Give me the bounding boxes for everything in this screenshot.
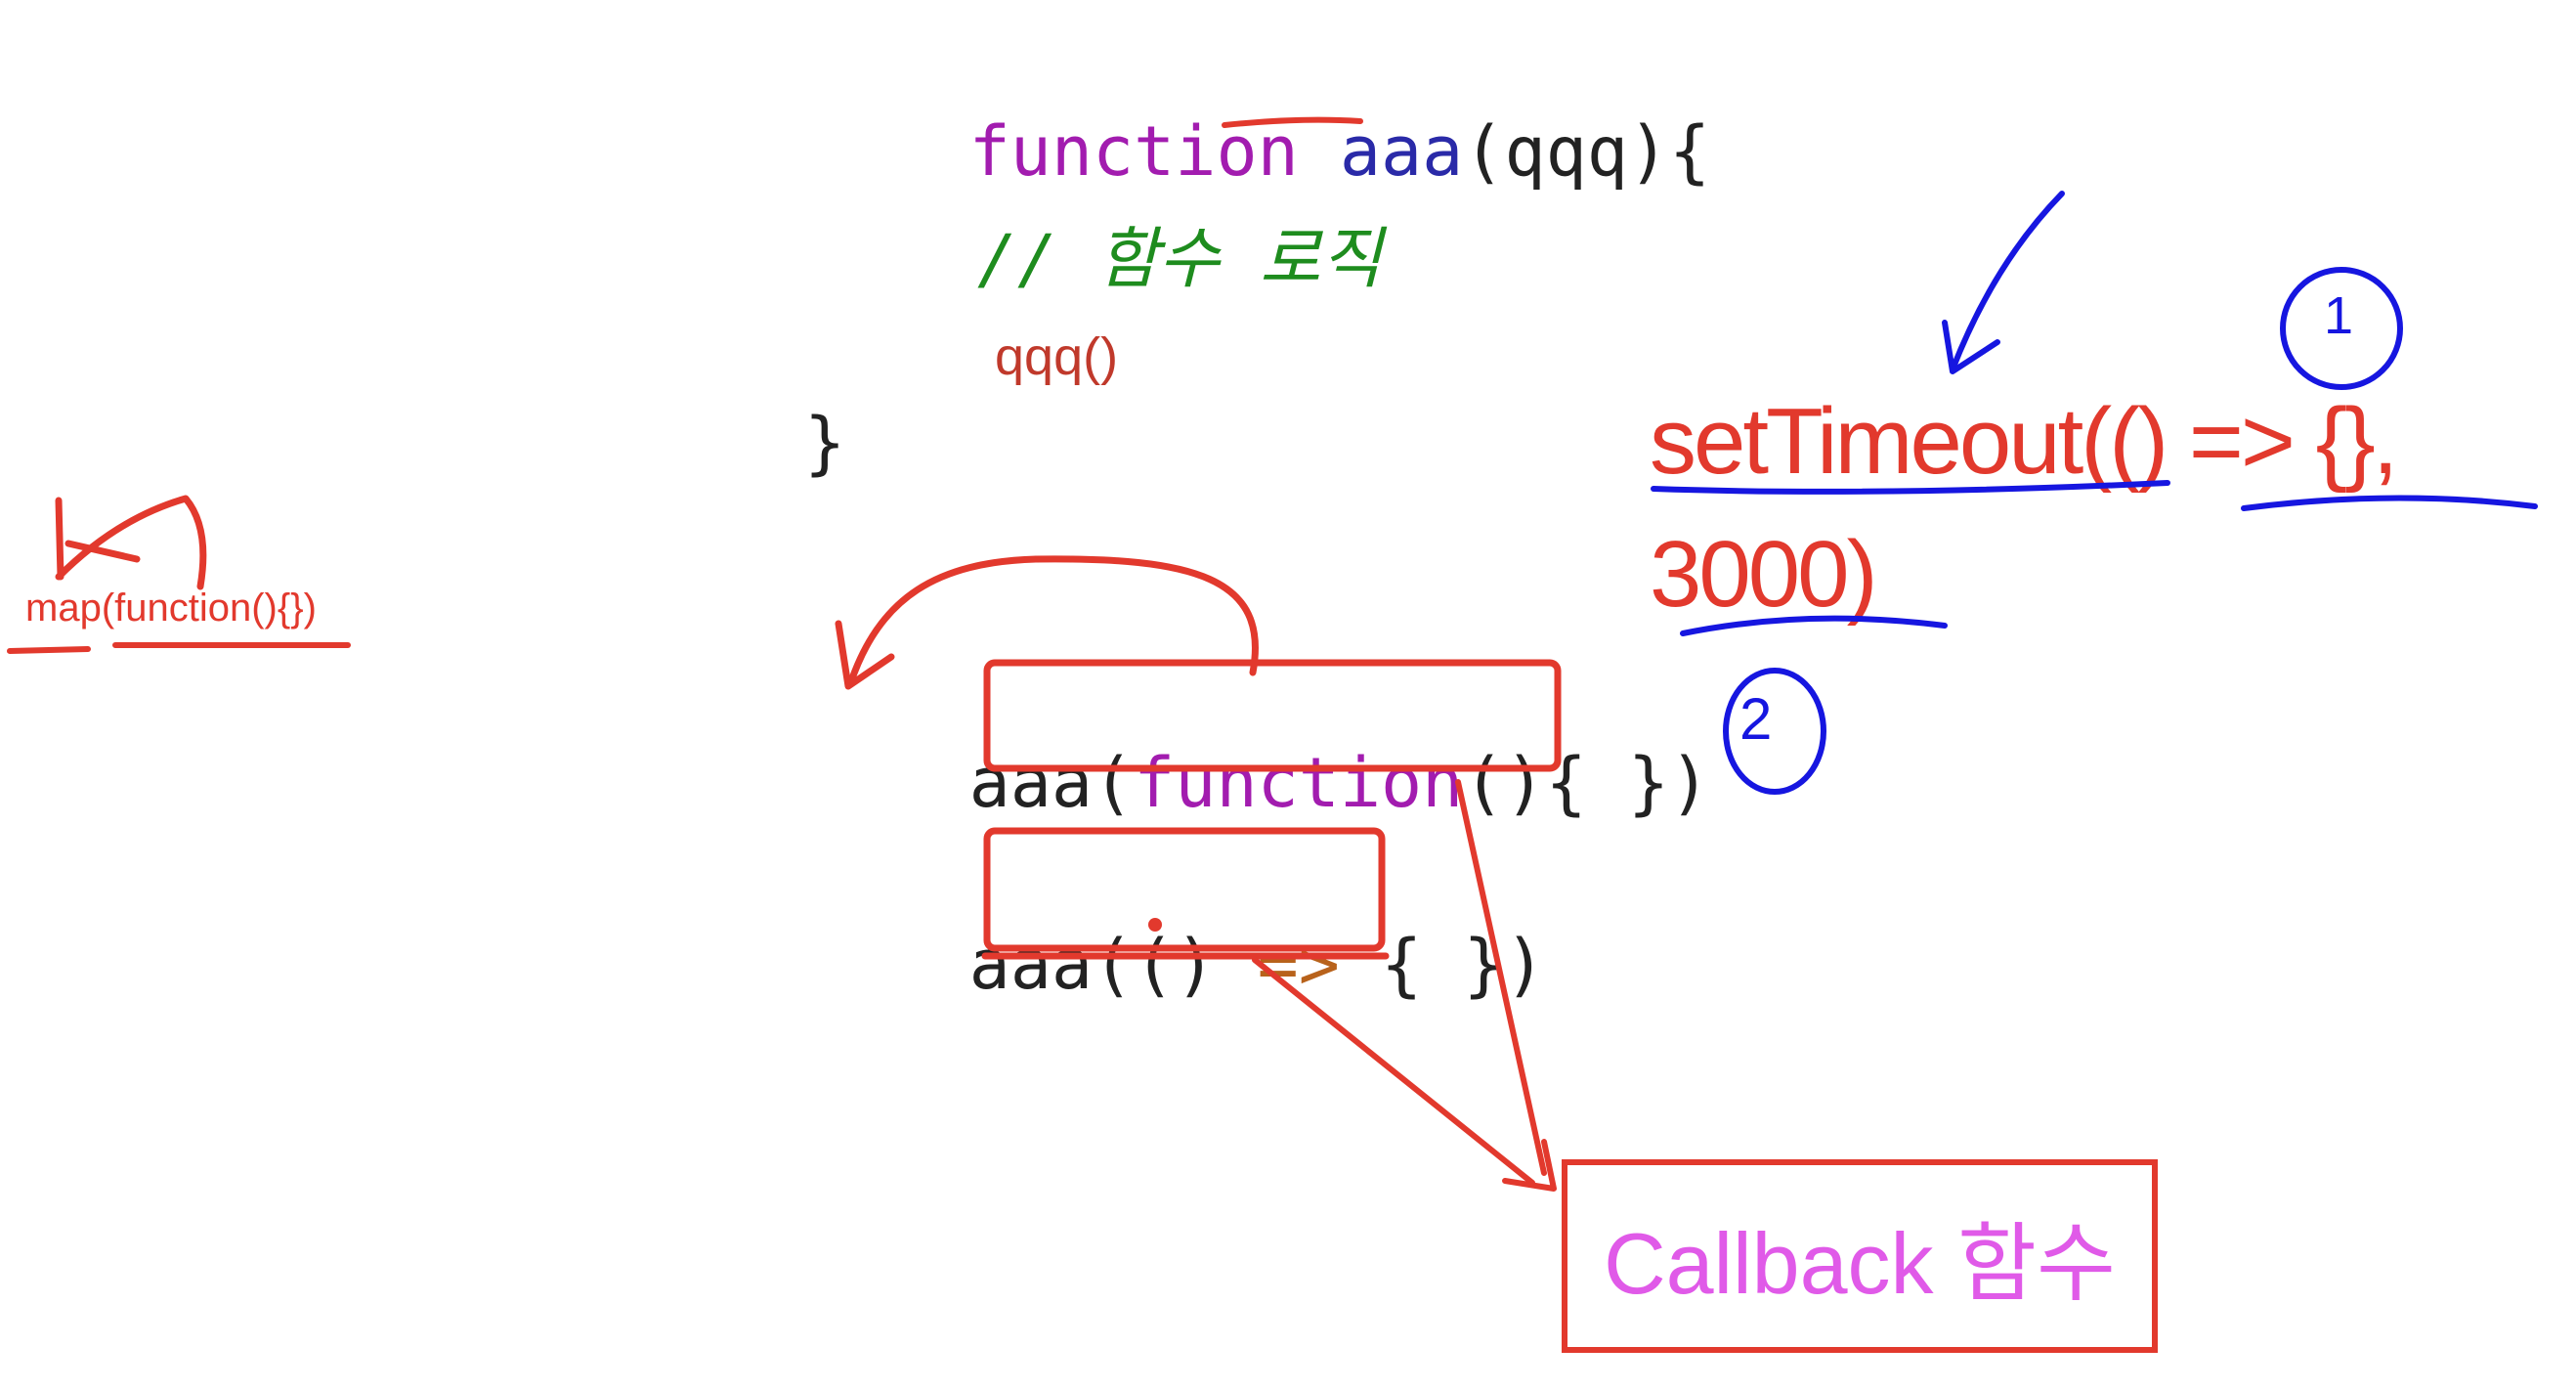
marker-1-number: 1 [2324, 286, 2354, 345]
code-comment: // 함수 로직 [977, 221, 1382, 298]
map-underline [7, 642, 351, 654]
call2-arrow-operator: => [1257, 925, 1340, 1005]
call2-body: { } [1381, 925, 1505, 1005]
blue-pointer-arrowhead [1942, 320, 2000, 374]
blue-pointer-arrow [1950, 191, 2065, 372]
call1-close: ) [1669, 743, 1711, 823]
function-declaration-line: function aaa(qqq){ [804, 49, 1711, 254]
loop-arrow-curve [846, 555, 1259, 688]
call1-prefix: aaa( [968, 743, 1135, 823]
map-function-note: map(function(){}) [25, 586, 317, 630]
marker-2-number: 2 [1739, 686, 1773, 752]
call2-prefix: aaa( [968, 925, 1135, 1005]
settimeout-line-1: setTimeout(() => {}, [1650, 389, 2398, 494]
call-with-function-line: aaa(function(){ }) [804, 680, 1711, 886]
call-with-arrow-line: aaa(() => { }) [804, 862, 1546, 1067]
settimeout-line-2: 3000) [1650, 522, 1878, 627]
call2-close: ) [1504, 925, 1546, 1005]
function-name: aaa [1339, 111, 1464, 192]
map-sketch-arrow [55, 495, 207, 590]
pointer-arrowhead [1502, 1139, 1557, 1192]
call1-function-keyword: function [1134, 743, 1464, 823]
call2-params: () [1134, 925, 1217, 1005]
callback-label: Callback 함수 [1604, 1214, 2116, 1312]
function-keyword: function [968, 111, 1299, 192]
function-params: (qqq){ [1463, 111, 1711, 192]
callback-invocation-note: qqq() [995, 327, 1119, 386]
loop-arrow-head [835, 620, 895, 690]
call1-body: (){ } [1463, 743, 1670, 823]
callback-arg-underline [2241, 495, 2538, 511]
function-closing-brace: } [804, 403, 846, 483]
callback-label-box: Callback 함수 [1562, 1159, 2158, 1353]
